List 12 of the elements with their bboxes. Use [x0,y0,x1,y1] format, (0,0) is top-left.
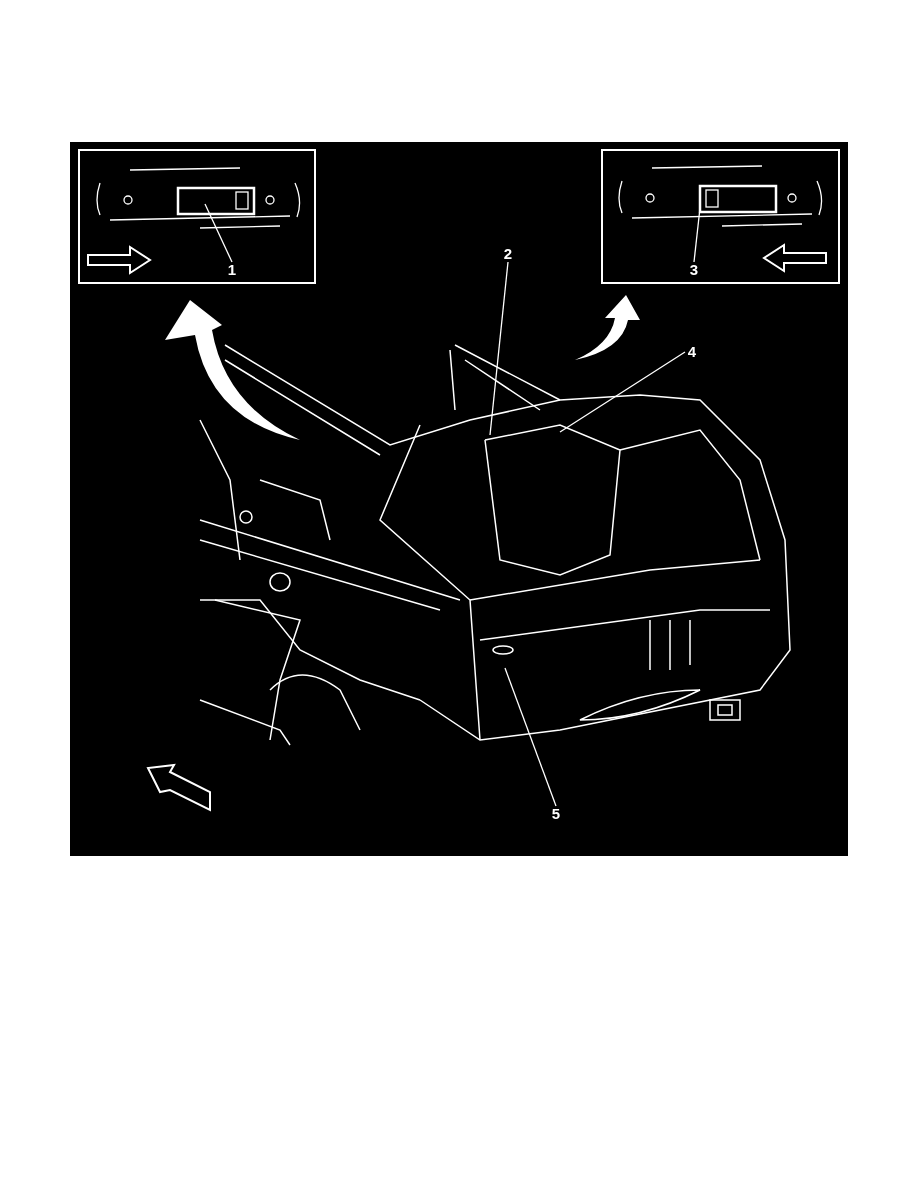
callout-number: 1 [225,262,239,278]
callout-number: 2 [501,246,515,262]
inset-view [78,149,316,284]
callout-number: 3 [687,262,701,278]
leader-line [693,207,701,263]
callout-number: 4 [685,344,699,360]
inset-view [601,149,840,284]
leader-line [504,667,557,807]
leader-line [559,351,686,433]
callout-number: 5 [549,806,563,822]
leader-line [204,203,233,263]
leader-line [489,261,509,436]
